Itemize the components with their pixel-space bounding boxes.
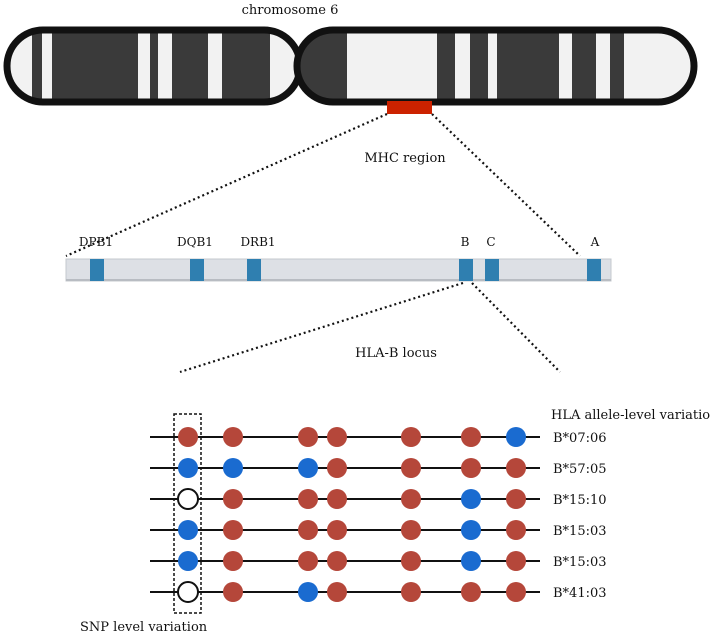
- chromosome-ideogram: [3, 26, 698, 106]
- snp-red: [401, 582, 421, 602]
- chromosome-short-arm: [7, 30, 300, 102]
- zoom-line-right-1: [431, 113, 581, 257]
- allele-row: B*41:03: [150, 581, 607, 603]
- snp-red: [506, 489, 526, 509]
- allele-label: B*41:03: [553, 586, 607, 601]
- snp-blue: [461, 489, 481, 509]
- snp-blue: [298, 458, 318, 478]
- gene-block-c: [485, 259, 499, 281]
- allele-row: B*07:06: [150, 427, 607, 447]
- snp-red: [223, 427, 243, 447]
- snp-red: [327, 551, 347, 571]
- snp-red: [461, 582, 481, 602]
- snp-red: [327, 489, 347, 509]
- snp-red: [401, 489, 421, 509]
- chromosome-title: chromosome 6: [242, 3, 339, 18]
- snp-red: [461, 427, 481, 447]
- gene-label-b: B: [461, 235, 470, 249]
- snp-red: [401, 427, 421, 447]
- snp-red: [223, 582, 243, 602]
- allele-label: B*57:05: [553, 462, 607, 477]
- allele-row: B*57:05: [150, 458, 607, 478]
- allele-row: B*15:03: [150, 551, 607, 571]
- gene-block-b: [459, 259, 473, 281]
- snp-blue: [461, 551, 481, 571]
- snp-red: [506, 458, 526, 478]
- allele-label: B*07:06: [553, 431, 607, 446]
- zoom-line-left-1: [65, 112, 388, 258]
- zoom-line-right-2: [471, 282, 561, 373]
- gene-block-drb1: [247, 259, 261, 281]
- snp-red: [298, 520, 318, 540]
- snp-red: [327, 520, 347, 540]
- snp-red: [223, 520, 243, 540]
- snp-blue: [178, 551, 198, 571]
- snp-red: [401, 551, 421, 571]
- snp-red: [178, 427, 198, 447]
- snp-blue: [298, 582, 318, 602]
- hla-b-locus-label: HLA-B locus: [355, 346, 437, 361]
- snp-highlight-box: [173, 413, 202, 614]
- allele-label: B*15:03: [553, 555, 607, 570]
- snp-red: [327, 458, 347, 478]
- snp-blue: [223, 458, 243, 478]
- snp-red: [506, 551, 526, 571]
- mhc-region-marker: [387, 101, 432, 114]
- gene-label-dqb1: DQB1: [177, 235, 213, 249]
- snp-red: [506, 520, 526, 540]
- snp-blue: [178, 458, 198, 478]
- snp-blue: [506, 427, 526, 447]
- allele-row: B*15:03: [150, 520, 607, 540]
- gene-block-a: [587, 259, 601, 281]
- snp-red: [401, 458, 421, 478]
- allele-variation-header: HLA allele-level variation: [551, 408, 710, 423]
- snp-red: [327, 582, 347, 602]
- snp-red: [223, 489, 243, 509]
- gene-label-dpb1: DPB1: [79, 235, 113, 249]
- snp-red: [298, 489, 318, 509]
- snp-red: [506, 582, 526, 602]
- allele-label: B*15:03: [553, 524, 607, 539]
- mhc-region-label: MHC region: [364, 151, 446, 166]
- mhc-gene-bar: DPB1 DQB1 DRB1 B C A: [65, 235, 612, 282]
- snp-red: [401, 520, 421, 540]
- snp-red: [461, 458, 481, 478]
- allele-label: B*15:10: [553, 493, 607, 508]
- snp-red: [223, 551, 243, 571]
- snp-red: [298, 427, 318, 447]
- snp-red: [298, 551, 318, 571]
- snp-red: [327, 427, 347, 447]
- snp-blue: [178, 520, 198, 540]
- snp-blue: [461, 520, 481, 540]
- gene-label-a: A: [590, 235, 600, 249]
- allele-row: B*15:10: [150, 488, 607, 510]
- snp-rows: B*07:06B*57:05B*15:10B*15:03B*15:03B*41:…: [150, 427, 607, 603]
- chromosome-long-arm: [297, 30, 694, 102]
- snp-level-label: SNP level variation: [80, 620, 208, 635]
- gene-block-dqb1: [190, 259, 204, 281]
- gene-block-dpb1: [90, 259, 104, 281]
- gene-label-c: C: [486, 235, 495, 249]
- snp-open: [177, 581, 199, 603]
- snp-open: [177, 488, 199, 510]
- gene-label-drb1: DRB1: [240, 235, 275, 249]
